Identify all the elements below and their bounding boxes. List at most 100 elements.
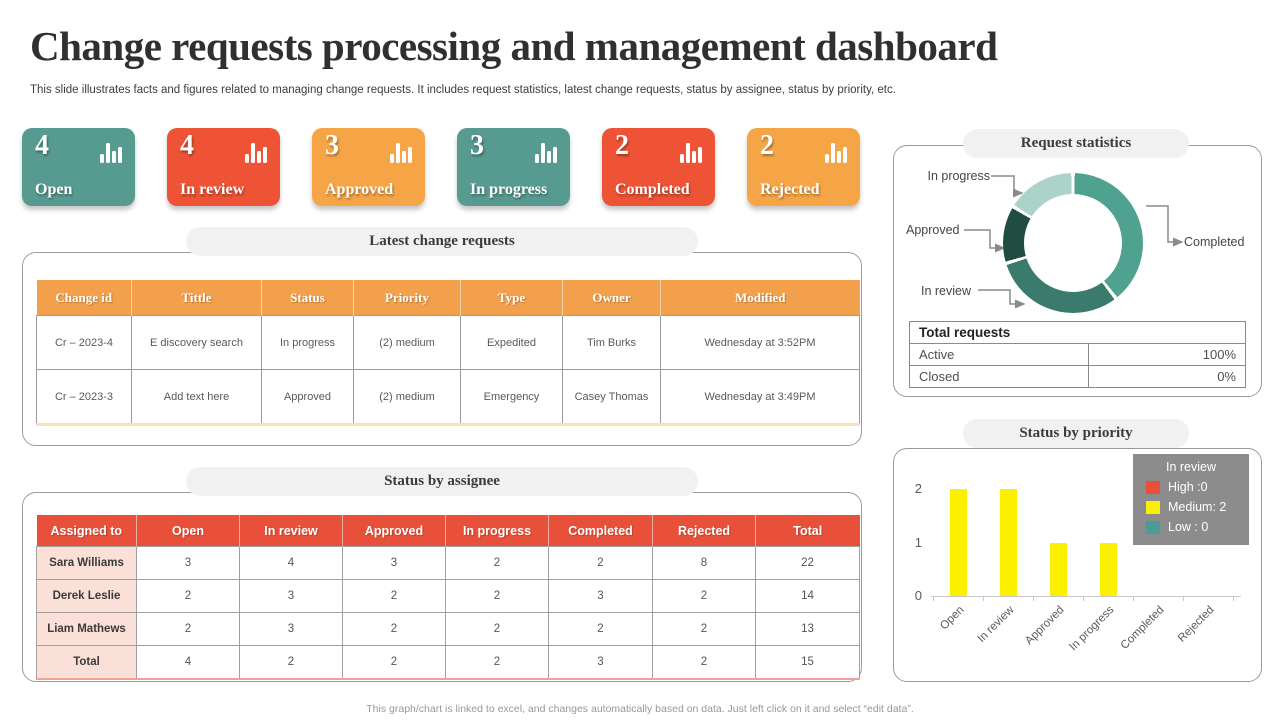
column-header-open: Open [136,515,240,547]
legend-swatch [1146,520,1160,534]
x-axis-label-rejected: Rejected [1175,604,1217,645]
table-cell: 2 [652,579,756,613]
bar-in-review [999,489,1017,596]
kpi-label: In review [180,181,245,198]
x-axis-tick [1133,597,1134,601]
kpi-value: 4 [180,130,194,161]
x-axis-line [931,596,1241,597]
x-axis-tick [933,597,934,601]
table-cell: Add text here [131,369,262,425]
table-cell: E discovery search [131,315,262,370]
table-cell: 2 [445,546,549,580]
section-title-latest-change-requests: Latest change requests [186,227,698,256]
x-axis-tick [983,597,984,601]
column-header-tittle: Tittle [131,280,262,316]
column-header-change-id: Change id [36,280,132,316]
table-cell: 2 [445,645,549,680]
table-cell: (2) medium [353,315,461,370]
table-cell: 3 [239,579,343,613]
total-requests-table[interactable]: Total requests Active 100% Closed 0% [909,321,1247,388]
table-row: Total requests [909,321,1246,344]
column-header-completed: Completed [548,515,653,547]
column-header-owner: Owner [562,280,661,316]
legend-swatch [1146,500,1160,514]
table-cell: Tim Burks [562,315,661,370]
column-header-in-progress: In progress [445,515,549,547]
donut-label-approved: Approved [906,223,960,237]
table-cell: 3 [548,579,653,613]
table-row: Active 100% [909,343,1247,366]
legend-item-medium: Medium: 2 [1133,497,1249,517]
total-row-label: Active [909,343,1089,366]
section-title-status-by-priority: Status by priority [963,419,1189,448]
donut-label-in-review: In review [921,284,972,298]
column-header-status: Status [261,280,354,316]
table-cell: 2 [652,645,756,680]
kpi-label: Approved [325,181,394,198]
request-statistics-panel: In progress Approved In review Completed… [893,145,1262,397]
table-cell: 4 [136,645,240,680]
table-cell: 2 [342,645,446,680]
table-cell: Casey Thomas [562,369,661,425]
column-header-modified: Modified [660,280,860,316]
table-cell: Approved [261,369,354,425]
row-label-cell: Derek Leslie [36,579,137,613]
column-header-type: Type [460,280,563,316]
table-row: Closed 0% [909,365,1247,388]
table-cell: Emergency [460,369,563,425]
table-cell: 2 [136,579,240,613]
x-axis-tick [1083,597,1084,601]
section-title-status-by-assignee: Status by assignee [186,467,698,496]
kpi-label: Rejected [760,181,820,198]
table-cell: 2 [548,546,653,580]
request-statistics-donut-chart[interactable] [1003,173,1143,313]
table-cell: 2 [136,612,240,646]
y-axis-tick-label: 0 [914,588,922,603]
footer-note: This graph/chart is linked to excel, and… [366,703,914,715]
table-cell: 3 [548,645,653,680]
table-cell: Cr – 2023-3 [36,369,132,425]
row-label-cell: Liam Mathews [36,612,137,646]
total-requests-header: Total requests [909,321,1246,344]
table-cell: 3 [136,546,240,580]
donut-label-in-progress: In progress [927,169,990,183]
legend-item-high: High :0 [1133,477,1249,497]
bar-approved [1049,542,1067,596]
column-header-in-review: In review [239,515,343,547]
column-header-total: Total [755,515,860,547]
table-cell: 4 [239,546,343,580]
bar-chart-icon [100,142,122,163]
table-cell: (2) medium [353,369,461,425]
kpi-value: 2 [615,130,629,161]
column-header-assigned-to: Assigned to [36,515,137,547]
y-axis-tick-label: 2 [914,481,922,496]
donut-label-completed: Completed [1184,235,1245,249]
total-row-label: Closed [909,365,1089,388]
table-cell: 22 [755,546,860,580]
legend-title: In review [1165,460,1217,474]
kpi-value: 4 [35,130,49,161]
table-cell: 2 [445,612,549,646]
table-cell: 2 [342,579,446,613]
total-row-value: 100% [1087,343,1247,366]
kpi-label: In progress [470,181,548,198]
kpi-value: 3 [470,130,484,161]
bar-chart-icon [825,142,847,163]
legend-label: Low : 0 [1168,520,1209,534]
table-cell: 2 [239,645,343,680]
column-header-approved: Approved [342,515,446,547]
legend-item-low: Low : 0 [1133,517,1249,537]
table-cell: In progress [261,315,354,370]
